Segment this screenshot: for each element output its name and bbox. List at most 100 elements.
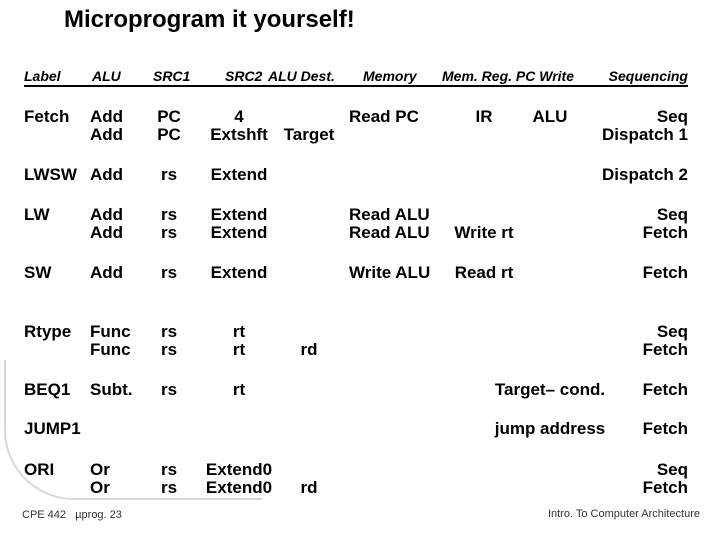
cell-line: Extend0 xyxy=(205,460,273,479)
cell-line: Extshft xyxy=(210,125,268,144)
cell-line: Add xyxy=(90,205,124,224)
cell-line: Add xyxy=(90,263,124,282)
cell-line: Dispatch 1 xyxy=(602,125,688,144)
cell-line: PC xyxy=(157,107,181,126)
column-header-memory: Memory xyxy=(363,68,417,84)
cell-line: Fetch xyxy=(642,419,688,438)
cell-line xyxy=(278,108,340,126)
cell-line: LWSW xyxy=(24,165,77,184)
cell-line: 4 xyxy=(234,107,244,126)
cell-sequencing: Fetch xyxy=(488,420,688,438)
cell-pc-write: ALU xyxy=(488,108,612,126)
cell-line: Rtype xyxy=(24,322,72,341)
cell-mem-reg: IR xyxy=(436,108,532,126)
cell-line: Fetch xyxy=(642,380,688,399)
cell-src2: rt xyxy=(190,381,288,399)
cell-line: Seq xyxy=(656,205,688,224)
cell-line: Read rt xyxy=(454,263,514,282)
cell-line: Subt. xyxy=(90,380,133,399)
cell-line: Fetch xyxy=(642,478,688,497)
cell-line: Func xyxy=(90,340,131,359)
cell-line: Read PC xyxy=(349,107,419,126)
footer-course-title: Intro. To Computer Architecture xyxy=(547,508,700,520)
cell-line: ORI xyxy=(24,460,55,479)
cell-sequencing: Fetch xyxy=(488,381,688,399)
cell-alu: Add xyxy=(90,264,150,282)
cell-line: Fetch xyxy=(642,263,688,282)
cell-alu: Add xyxy=(90,166,150,184)
cell-line: rs xyxy=(160,165,178,184)
column-header-alu-dest: ALU Dest. xyxy=(268,68,335,84)
cell-line: Func xyxy=(90,322,131,341)
cell-src1: rs xyxy=(140,264,198,282)
cell-line: rs xyxy=(160,263,178,282)
slide-title: Microprogram it yourself! xyxy=(64,6,355,33)
cell-line: rt xyxy=(232,322,246,341)
cell-line: rs xyxy=(160,205,178,224)
column-header-mem-reg-pc-write: Mem. Reg. PC Write xyxy=(442,68,574,84)
cell-label: ORI xyxy=(24,461,90,479)
cell-alu-dest: rd xyxy=(278,323,340,359)
cell-line: rs xyxy=(160,460,178,479)
cell-line: Extend xyxy=(210,223,268,242)
cell-line: Or xyxy=(90,478,110,497)
cell-line: JUMP1 xyxy=(24,419,81,438)
cell-line xyxy=(278,461,340,479)
column-header-alu: ALU xyxy=(92,68,121,84)
cell-label: JUMP1 xyxy=(24,420,90,438)
column-header-src1: SRC1 xyxy=(153,68,191,84)
cell-line: Read ALU xyxy=(349,223,430,242)
column-header-sequencing: Sequencing xyxy=(608,68,688,84)
cell-line: Add xyxy=(90,223,124,242)
cell-line: ALU xyxy=(532,107,568,126)
cell-memory: Write ALU xyxy=(349,264,441,282)
cell-line: Read ALU xyxy=(349,205,430,224)
cell-line: Add xyxy=(90,125,124,144)
cell-label: LWSW xyxy=(24,166,90,184)
cell-memory: Read PC xyxy=(349,108,441,126)
template-corner-arc xyxy=(4,360,262,500)
cell-line: rd xyxy=(300,340,318,359)
cell-line: Write rt xyxy=(454,223,514,242)
cell-line: Extend xyxy=(210,205,268,224)
footer-course-code: CPE 442 µprog. 23 xyxy=(22,509,122,521)
cell-mem-reg: Write rt xyxy=(436,206,532,242)
cell-src2: Extend xyxy=(190,264,288,282)
column-header-src2: SRC2 xyxy=(225,68,263,84)
cell-line: Seq xyxy=(656,460,688,479)
cell-line: Target xyxy=(283,125,335,144)
cell-line: Seq xyxy=(656,107,688,126)
cell-line: Extend0 xyxy=(205,478,273,497)
cell-label: Fetch xyxy=(24,108,90,126)
cell-line: Extend xyxy=(210,165,268,184)
cell-line: LW xyxy=(24,205,50,224)
cell-line: rd xyxy=(300,478,318,497)
column-header-label: Label xyxy=(24,68,61,84)
cell-line: rs xyxy=(160,380,178,399)
cell-label: SW xyxy=(24,264,90,282)
cell-line: Write ALU xyxy=(349,263,431,282)
cell-alu-dest: rd xyxy=(278,461,340,497)
cell-line: rs xyxy=(160,340,178,359)
cell-sequencing: Dispatch 2 xyxy=(488,166,688,184)
cell-label: BEQ1 xyxy=(24,381,90,399)
cell-src1: rs xyxy=(140,381,198,399)
cell-line: jump address xyxy=(494,419,606,438)
cell-line: Seq xyxy=(656,322,688,341)
cell-line: Add xyxy=(90,165,124,184)
